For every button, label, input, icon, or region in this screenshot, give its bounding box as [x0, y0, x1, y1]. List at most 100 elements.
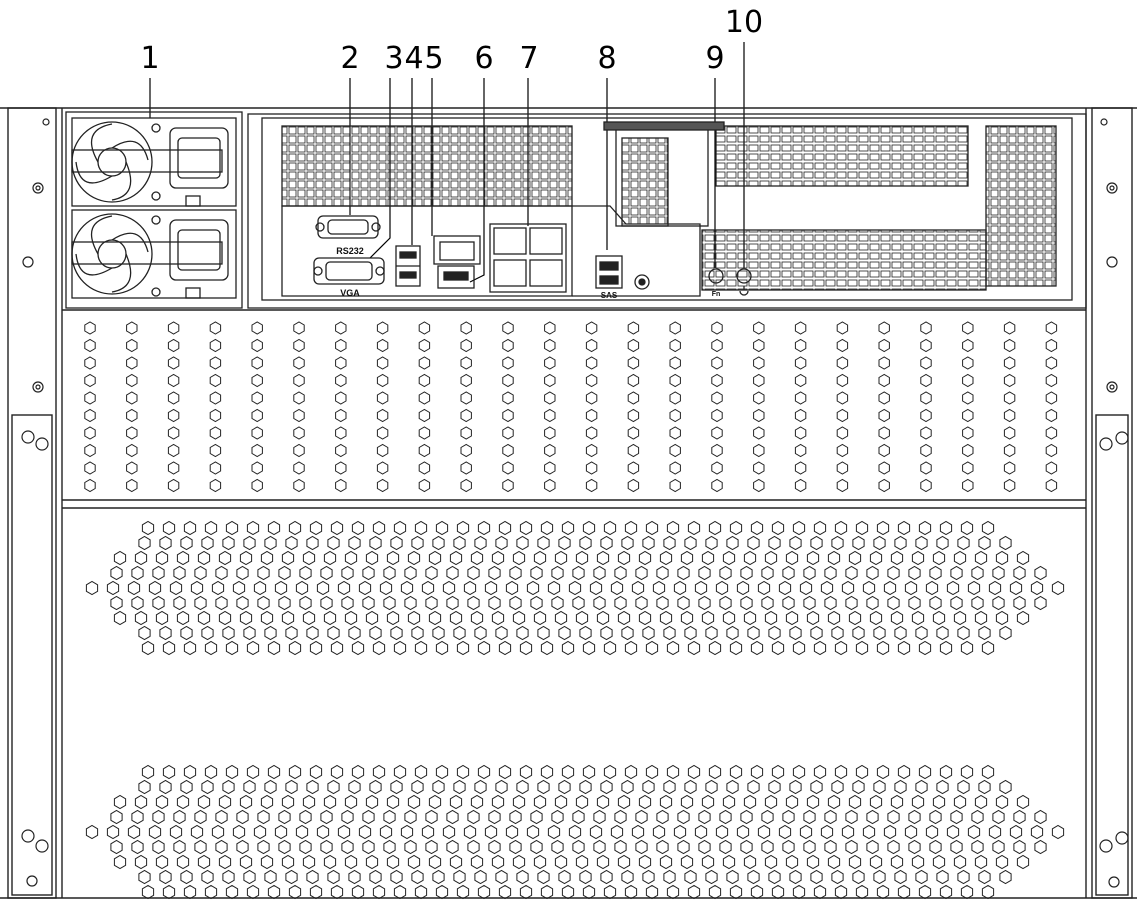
vent-hole [1013, 839, 1026, 855]
vent-hole [753, 443, 765, 458]
vent-hole [750, 640, 764, 656]
vent-hole [330, 520, 344, 536]
vent-hole [669, 478, 681, 493]
vent-hole [110, 839, 123, 855]
vent-hole [845, 809, 858, 825]
vent-hole [348, 535, 361, 551]
vent-hole [740, 595, 753, 611]
vent-hole [251, 338, 263, 353]
vent-hole [218, 794, 232, 810]
vent-hole [544, 426, 556, 440]
vent-hole [453, 779, 466, 795]
vent-hole [920, 478, 932, 493]
vent-hole [845, 565, 858, 581]
vent-hole [201, 869, 214, 885]
callout-7: 7 [519, 41, 539, 76]
vent-hole [393, 520, 407, 536]
vent-hole [925, 824, 939, 840]
vent-hole [813, 884, 827, 900]
vga-port[interactable] [313, 257, 385, 285]
vent-hole [813, 764, 827, 780]
vent-hole [962, 338, 974, 353]
vent-hole [404, 839, 417, 855]
vent-hole [878, 426, 890, 440]
vent-hole [862, 580, 876, 596]
fn-button[interactable] [708, 268, 724, 284]
vent-hole [138, 779, 151, 795]
vent-hole [1034, 809, 1047, 825]
vent-hole [253, 824, 267, 840]
vent-hole [794, 391, 807, 405]
vent-hole [530, 565, 543, 581]
vent-hole [680, 794, 694, 810]
vent-hole [470, 550, 484, 566]
vent-hole [540, 640, 554, 656]
management-network-port[interactable] [433, 235, 481, 289]
power-button[interactable] [736, 268, 752, 296]
vent-hole [957, 625, 970, 641]
vent-hole [684, 535, 697, 551]
vent-hole [669, 443, 681, 458]
vent-hole [330, 764, 344, 780]
vent-hole [470, 794, 484, 810]
vent-hole [596, 794, 610, 810]
vent-hole [593, 839, 606, 855]
vent-hole [351, 764, 365, 780]
vent-hole [585, 408, 598, 423]
rs232-port[interactable] [315, 215, 381, 239]
vent-hole [794, 408, 807, 423]
callout-6: 6 [474, 41, 494, 76]
vent-hole [1045, 391, 1058, 405]
vent-hole [750, 764, 764, 780]
callout-2: 2 [340, 41, 360, 76]
vent-hole [794, 373, 807, 388]
vent-hole [260, 794, 274, 810]
vent-hole [509, 839, 522, 855]
vent-hole [803, 595, 816, 611]
vent-hole [414, 884, 428, 900]
vent-hole [971, 839, 984, 855]
vent-hole [264, 535, 277, 551]
vent-hole [873, 779, 886, 795]
vent-hole [711, 356, 723, 370]
vent-hole [362, 809, 375, 825]
vent-hole [890, 610, 904, 626]
vent-hole [572, 839, 585, 855]
network-ports[interactable] [489, 223, 567, 293]
vent-hole [753, 391, 765, 405]
vent-hole [764, 854, 778, 870]
vent-hole [502, 408, 514, 423]
vent-hole [789, 869, 802, 885]
vent-hole [369, 869, 382, 885]
vent-hole [204, 764, 218, 780]
vent-hole [544, 321, 556, 335]
vent-hole [663, 535, 676, 551]
vent-hole [488, 809, 501, 825]
vent-hole [222, 869, 235, 885]
vent-hole [904, 824, 918, 840]
vent-hole [1003, 443, 1016, 458]
sas-port[interactable] [595, 255, 623, 289]
vent-hole [85, 580, 99, 596]
vent-hole [575, 794, 589, 810]
vent-hole [414, 640, 428, 656]
vent-hole [544, 443, 556, 458]
usb-ports[interactable] [395, 245, 421, 287]
vent-hole [585, 461, 598, 475]
vent-hole [488, 595, 501, 611]
vent-hole [621, 625, 634, 641]
vent-hole [418, 391, 431, 405]
vent-hole [764, 610, 778, 626]
vent-hole [474, 535, 487, 551]
vent-hole [285, 869, 298, 885]
vent-hole [950, 565, 963, 581]
vent-hole [621, 779, 634, 795]
vent-hole [962, 426, 974, 440]
vent-hole [460, 321, 472, 335]
vent-hole [337, 580, 351, 596]
vent-hole [369, 625, 382, 641]
vent-hole [792, 520, 806, 536]
vent-hole [383, 595, 396, 611]
vent-hole [666, 520, 680, 536]
vent-hole [726, 625, 739, 641]
